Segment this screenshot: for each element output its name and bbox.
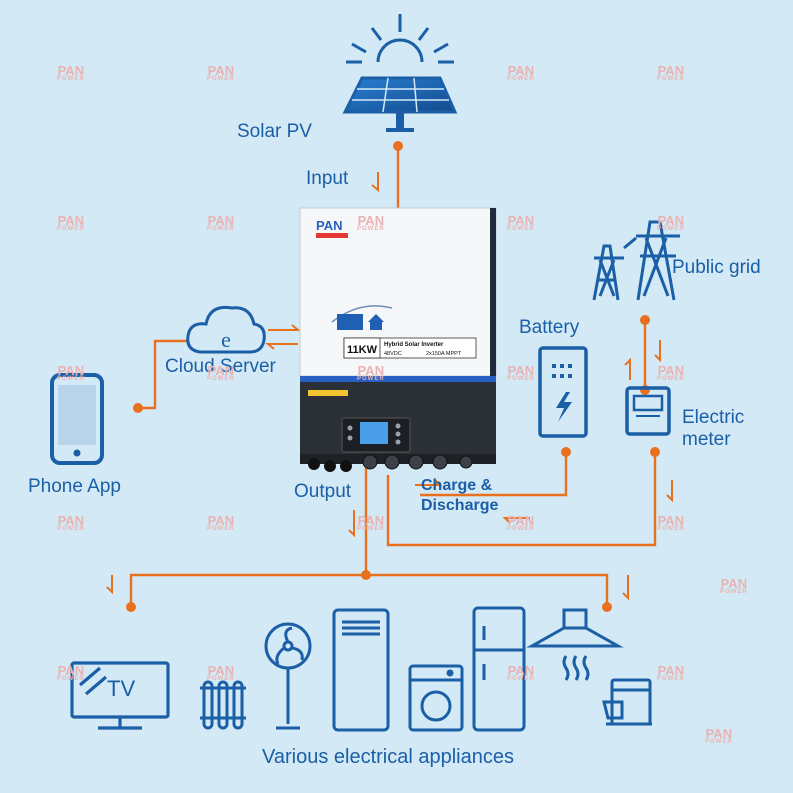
output-label: Output [294, 481, 352, 502]
refrigerator-icon [472, 606, 526, 732]
phone-icon [50, 373, 104, 465]
inverter-model: Hybrid Solar Inverter [384, 342, 444, 348]
fan-icon [264, 622, 312, 730]
cloud-icon: e [186, 305, 266, 354]
svg-text:e: e [221, 327, 231, 352]
radiator-icon [200, 680, 246, 730]
charge-label-line2: Discharge [421, 497, 499, 514]
flow-arrows [106, 172, 673, 601]
sun-icon [346, 14, 454, 64]
washing-machine-icon [408, 664, 464, 732]
inverter-spec-2: 2x150A MPPT [426, 351, 462, 357]
solar-panel-icon [342, 76, 458, 132]
battery-icon [538, 346, 588, 438]
inverter-power: 11KW [347, 344, 378, 356]
coffee-maker-icon [602, 678, 652, 726]
inverter: PAN 11KW Hybrid Solar Inverter 48VDC 2x1… [299, 207, 497, 472]
power-tower-icon [592, 220, 680, 301]
svg-text:PAN: PAN [316, 218, 342, 233]
charge-label-line1: Charge & [421, 477, 493, 494]
phone-app-label: Phone App [28, 476, 121, 497]
cloud-server-label: Cloud Server [165, 356, 276, 377]
electric-meter-label-line2: meter [682, 429, 731, 450]
public-grid-label: Public grid [672, 257, 761, 278]
tv-icon [70, 661, 170, 730]
inverter-spec-1: 48VDC [384, 351, 402, 357]
input-label: Input [306, 168, 349, 189]
air-conditioner-icon [332, 608, 390, 732]
battery-label: Battery [519, 317, 580, 338]
appliances-label: Various electrical appliances [262, 746, 514, 768]
solar-pv-label: Solar PV [237, 121, 312, 142]
tv-label: TV [107, 676, 136, 701]
range-hood-icon [526, 608, 624, 681]
electric-meter-label-line1: Electric [682, 407, 745, 428]
electric-meter-icon [625, 386, 671, 436]
